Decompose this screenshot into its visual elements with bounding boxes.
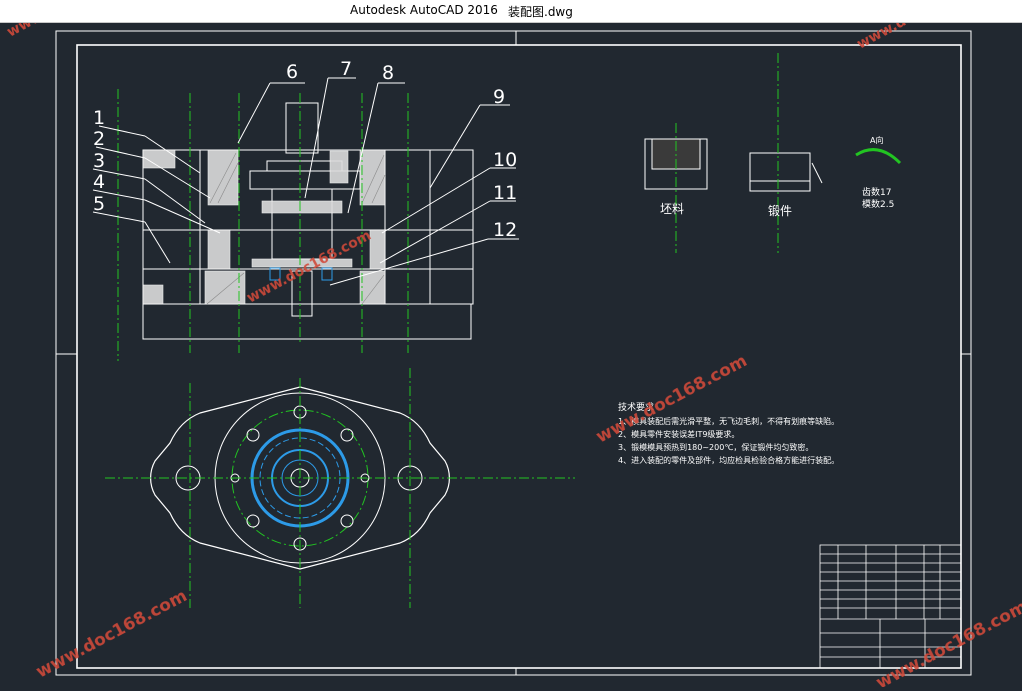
teeth-count: 齿数17 <box>862 186 891 198</box>
app-title: Autodesk AutoCAD 2016 <box>350 3 498 17</box>
part-label-8: 8 <box>382 62 394 84</box>
watermark-6: www.doc168.com <box>873 597 1022 687</box>
module-value: 模数2.5 <box>862 198 894 210</box>
tech-requirements: 技术要求 1、模具装配后需光滑平整，无飞边毛刺，不得有划痕等缺陷。 2、模具零件… <box>618 401 839 465</box>
part-label-4: 4 <box>93 171 105 193</box>
svg-text:A向: A向 <box>870 135 883 145</box>
window-titlebar: Autodesk AutoCAD 2016 装配图.dwg <box>0 0 1022 23</box>
tech-item-2: 2、模具零件安装误差IT9级要求。 <box>618 429 739 439</box>
title-block <box>819 544 962 669</box>
blank-label: 坯料 <box>660 202 684 216</box>
watermark-1: www.doc168.com <box>4 23 134 41</box>
blank-view: 坯料 <box>644 123 708 253</box>
part-label-9: 9 <box>493 86 505 108</box>
part-label-1: 1 <box>93 107 105 129</box>
part-label-3: 3 <box>93 150 105 172</box>
part-label-6: 6 <box>286 61 298 83</box>
part-label-12: 12 <box>493 219 517 241</box>
forging-label: 锻件 <box>768 204 792 218</box>
part-label-2: 2 <box>93 128 105 150</box>
forging-view: 锻件 <box>749 53 823 253</box>
watermark-2: www.doc168.com <box>854 23 984 53</box>
tech-item-4: 4、进入装配的零件及部件，均应检具检验合格方能进行装配。 <box>618 455 839 465</box>
part-label-11: 11 <box>493 182 517 204</box>
assembly-section-view: 1 2 3 4 5 6 7 8 9 10 11 12 <box>92 58 519 361</box>
file-name: 装配图.dwg <box>508 5 573 19</box>
part-label-5: 5 <box>93 193 105 215</box>
assembly-top-view <box>105 368 575 608</box>
watermarks: www.doc168.com www.doc168.com www.doc168… <box>4 0 1022 691</box>
tech-item-1: 1、模具装配后需光滑平整，无飞边毛刺，不得有划痕等缺陷。 <box>618 416 839 426</box>
tech-item-3: 3、锻模模具预热到180~200℃，保证锻件均匀致密。 <box>618 442 813 452</box>
gear-detail-view: A向 齿数17 模数2.5 <box>855 135 902 210</box>
part-label-10: 10 <box>493 149 517 171</box>
drawing-border <box>55 30 972 676</box>
part-label-7: 7 <box>340 58 352 80</box>
tech-heading: 技术要求 <box>618 401 654 413</box>
